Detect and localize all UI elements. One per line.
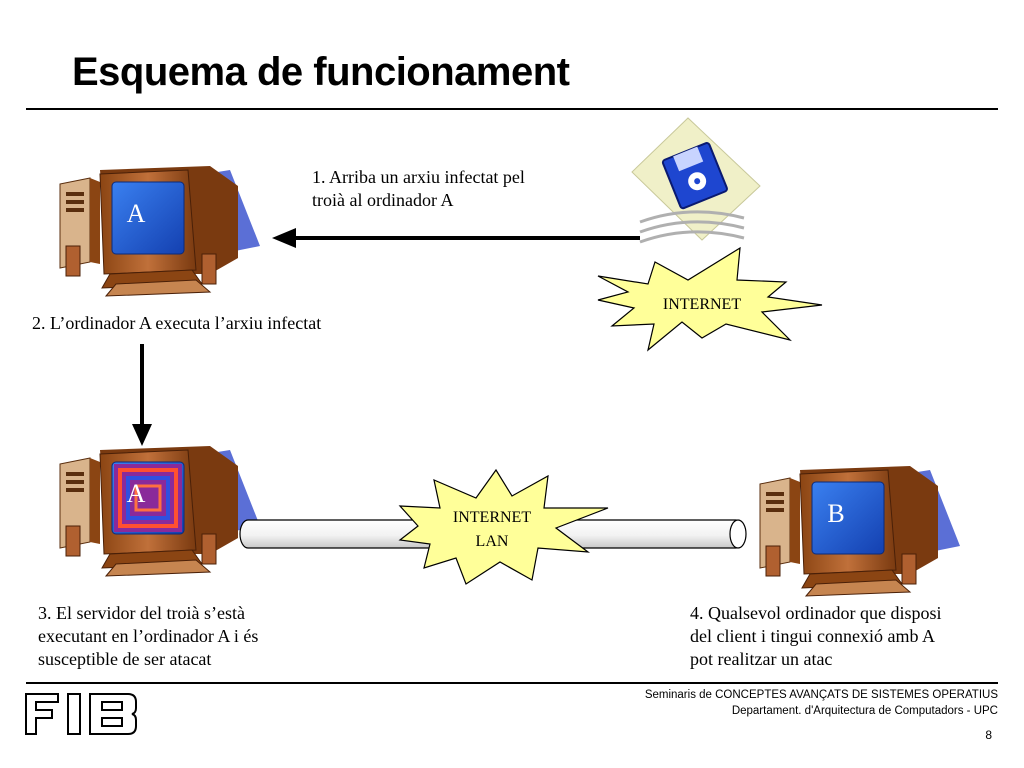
footer-divider [26,682,998,684]
internet-burst-label: INTERNET [663,296,741,313]
lan-burst-line1: INTERNET [453,509,531,526]
step-2-caption: 2. L’ordinador A executa l’arxiu infecta… [32,313,322,333]
computer-a-infected-label: A [127,479,146,508]
internet-burst: INTERNET [597,246,823,352]
footer-seminar: Seminaris de CONCEPTES AVANÇATS DE SISTE… [644,689,998,701]
computer-a-label: A [127,199,146,228]
infection-pattern [114,464,182,532]
computer-b [759,465,961,597]
computer-a-infected [59,445,261,577]
arrow-execute-down [132,344,152,446]
step-4-caption: 4. Qualsevol ordinador que disposi del c… [690,603,942,669]
title-divider [26,108,998,110]
page-number: 8 [985,728,992,742]
computer-b-label: B [827,499,844,528]
arrow-internet-to-a [272,228,640,248]
step-1-caption: 1. Arriba un arxiu infectat pel troià al… [312,167,525,210]
slide-title: Esquema de funcionament [72,50,570,94]
lan-burst-line2: LAN [476,533,509,550]
footer-department: Departament. d'Arquitectura de Computado… [731,705,998,717]
fib-logo [25,693,137,735]
computer-a [59,165,261,297]
internet-lan-burst: INTERNET LAN [398,468,609,585]
floppy-disk-icon [631,117,761,244]
step-3-caption: 3. El servidor del troià s’està executan… [38,603,259,669]
